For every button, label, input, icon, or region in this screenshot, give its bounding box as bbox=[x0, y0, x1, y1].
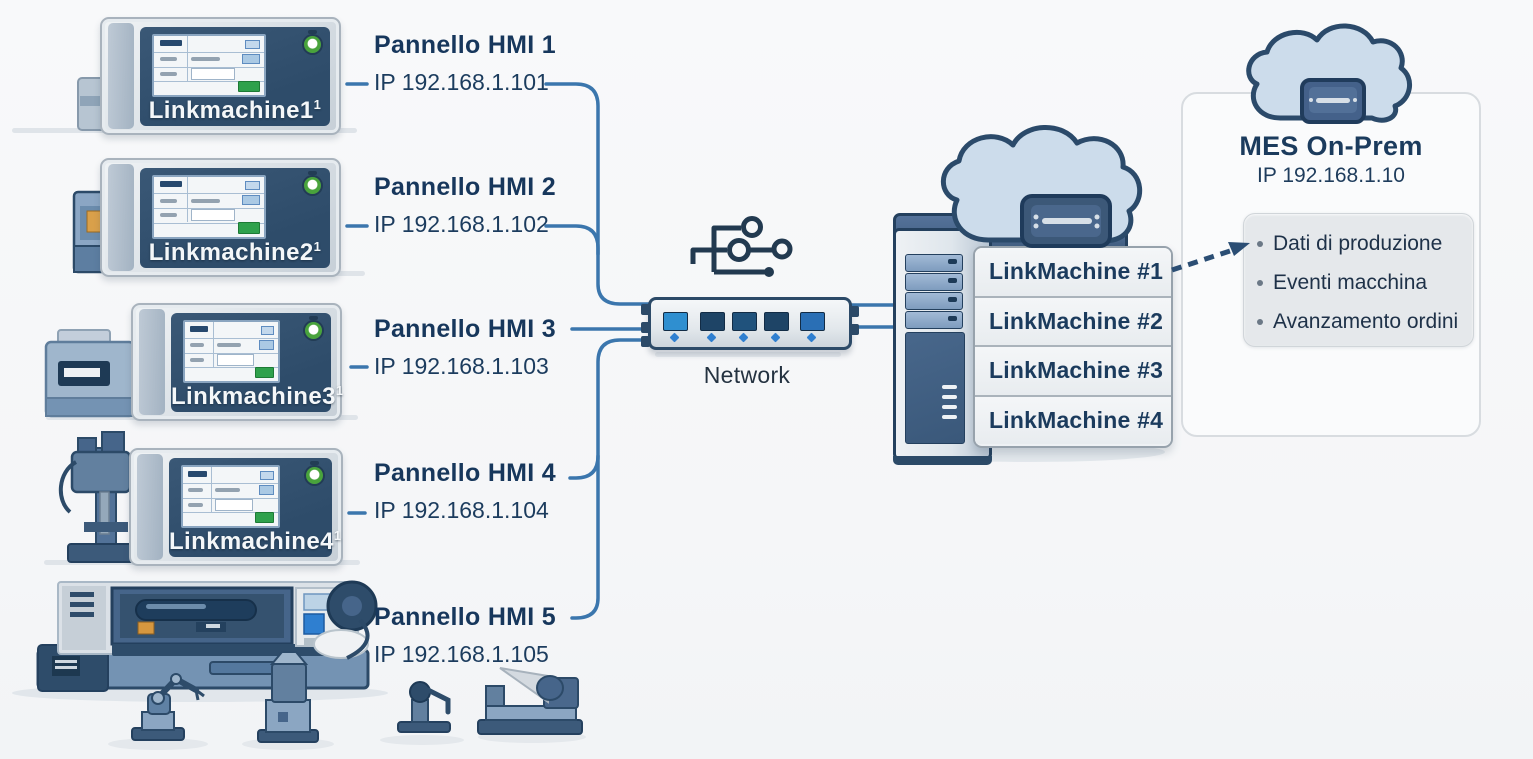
bullet-icon bbox=[1257, 241, 1263, 247]
hmi-screen bbox=[183, 320, 280, 384]
ethernet-port-icon bbox=[663, 312, 688, 331]
hmi-screen bbox=[152, 175, 267, 239]
hmi-panel-side bbox=[108, 164, 134, 271]
port-activity-icon bbox=[770, 332, 781, 343]
connector-lines bbox=[345, 82, 897, 620]
hmi3-label: Pannello HMI 3 bbox=[374, 315, 557, 343]
ethernet-port-icon bbox=[732, 312, 757, 331]
hmi-device-name: Linkmachine21 bbox=[148, 239, 322, 266]
hmi-panel-side bbox=[108, 23, 134, 129]
drive-bay bbox=[905, 292, 963, 310]
hmi1-to-switch-line bbox=[544, 82, 652, 306]
drive-bay bbox=[905, 311, 963, 329]
server-front-panel bbox=[905, 332, 965, 444]
bullet-icon bbox=[1257, 319, 1263, 325]
hmi-panel-device-3: Linkmachine31 bbox=[131, 303, 344, 421]
ethernet-port-icon bbox=[764, 312, 789, 331]
mini-lathe-illustration bbox=[477, 667, 583, 735]
linkmachine-instance-list: LinkMachine #1 LinkMachine #2 LinkMachin… bbox=[973, 246, 1173, 448]
switch-to-hmi5-line bbox=[570, 338, 652, 620]
network-switch bbox=[641, 297, 859, 350]
bullet-icon bbox=[1257, 280, 1263, 286]
ethernet-port-icon bbox=[700, 312, 725, 331]
linkmachine-instance-row: LinkMachine #3 bbox=[975, 347, 1171, 397]
hmi4-ip: IP 192.168.1.104 bbox=[374, 497, 549, 523]
hmi-panel-device-2: Linkmachine21 bbox=[100, 158, 341, 277]
switch-port-stub bbox=[850, 324, 859, 335]
hmi-panel-device-1: Linkmachine11 bbox=[100, 17, 341, 135]
hmi1-label: Pannello HMI 1 bbox=[374, 31, 557, 59]
mes-data-item: Eventi macchina bbox=[1257, 271, 1427, 295]
hmi-panel-side bbox=[139, 309, 165, 415]
network-tree-icon bbox=[690, 216, 793, 277]
mes-data-item: Avanzamento ordini bbox=[1257, 310, 1458, 334]
linkmachine-instance-row: LinkMachine #4 bbox=[975, 396, 1171, 444]
drive-bay bbox=[905, 254, 963, 272]
mes-item-text: Dati di produzione bbox=[1273, 232, 1443, 255]
hmi4-label: Pannello HMI 4 bbox=[374, 459, 557, 487]
port-activity-icon bbox=[669, 332, 680, 343]
mes-title: MES On-Prem bbox=[1239, 131, 1423, 161]
hmi-panel-frame: Linkmachine31 bbox=[171, 313, 344, 412]
hmi5-label: Pannello HMI 5 bbox=[374, 603, 557, 631]
mes-on-prem-panel: MES On-Prem IP 192.168.1.10 Dati di prod… bbox=[1181, 92, 1481, 437]
hmi-device-name: Linkmachine41 bbox=[169, 528, 342, 555]
cnc-machine-illustration bbox=[36, 580, 378, 692]
hmi-device-name: Linkmachine31 bbox=[171, 383, 344, 410]
drive-bay bbox=[905, 273, 963, 291]
hmi-panel-frame: Linkmachine11 bbox=[140, 27, 330, 126]
hmi-panel-frame: Linkmachine41 bbox=[169, 458, 342, 557]
linkmachine-instance-row: LinkMachine #1 bbox=[975, 248, 1171, 298]
switch-port-stub bbox=[641, 304, 650, 315]
status-led-icon bbox=[304, 30, 321, 53]
hmi-device-name: Linkmachine11 bbox=[148, 97, 322, 124]
status-led-icon bbox=[306, 461, 323, 484]
hmi5-ip: IP 192.168.1.105 bbox=[374, 641, 549, 667]
robot-arm-illustration-1 bbox=[131, 673, 205, 741]
hmi-panel-frame: Linkmachine21 bbox=[140, 168, 330, 268]
port-activity-icon bbox=[806, 332, 817, 343]
hmi-panel-device-4: Linkmachine41 bbox=[129, 448, 343, 566]
mes-ip: IP 192.168.1.10 bbox=[1257, 164, 1405, 187]
hmi3-attachment-illustration bbox=[44, 329, 136, 418]
hmi3-ip: IP 192.168.1.103 bbox=[374, 353, 549, 379]
linkmachine-instance-row: LinkMachine #2 bbox=[975, 297, 1171, 347]
hmi2-label: Pannello HMI 2 bbox=[374, 173, 557, 201]
robot-arm-illustration-2 bbox=[397, 681, 451, 733]
ethernet-port-icon bbox=[800, 312, 825, 331]
hmi-panel-side bbox=[137, 454, 163, 560]
switch-port-stub bbox=[850, 306, 859, 317]
mes-data-card: Dati di produzione Eventi macchina Avanz… bbox=[1243, 213, 1474, 347]
switch-port-stub bbox=[641, 336, 650, 347]
pedestal-machine-illustration bbox=[257, 651, 319, 743]
switch-port-stub bbox=[641, 322, 650, 333]
hmi1-ip: IP 192.168.1.101 bbox=[374, 69, 549, 95]
mes-data-item: Dati di produzione bbox=[1257, 232, 1442, 256]
server-base bbox=[893, 456, 992, 465]
mes-item-text: Eventi macchina bbox=[1273, 271, 1428, 294]
status-led-icon bbox=[304, 171, 321, 194]
hmi2-ip: IP 192.168.1.102 bbox=[374, 211, 549, 237]
port-activity-icon bbox=[738, 332, 749, 343]
port-activity-icon bbox=[706, 332, 717, 343]
network-label: Network bbox=[703, 362, 791, 388]
hmi-screen bbox=[181, 465, 280, 529]
hmi2-to-trunk-line bbox=[544, 224, 600, 256]
trunk-to-hmi4-line bbox=[568, 454, 600, 480]
hmi-screen bbox=[152, 34, 267, 98]
status-led-icon bbox=[305, 316, 322, 339]
mes-item-text: Avanzamento ordini bbox=[1273, 310, 1459, 333]
